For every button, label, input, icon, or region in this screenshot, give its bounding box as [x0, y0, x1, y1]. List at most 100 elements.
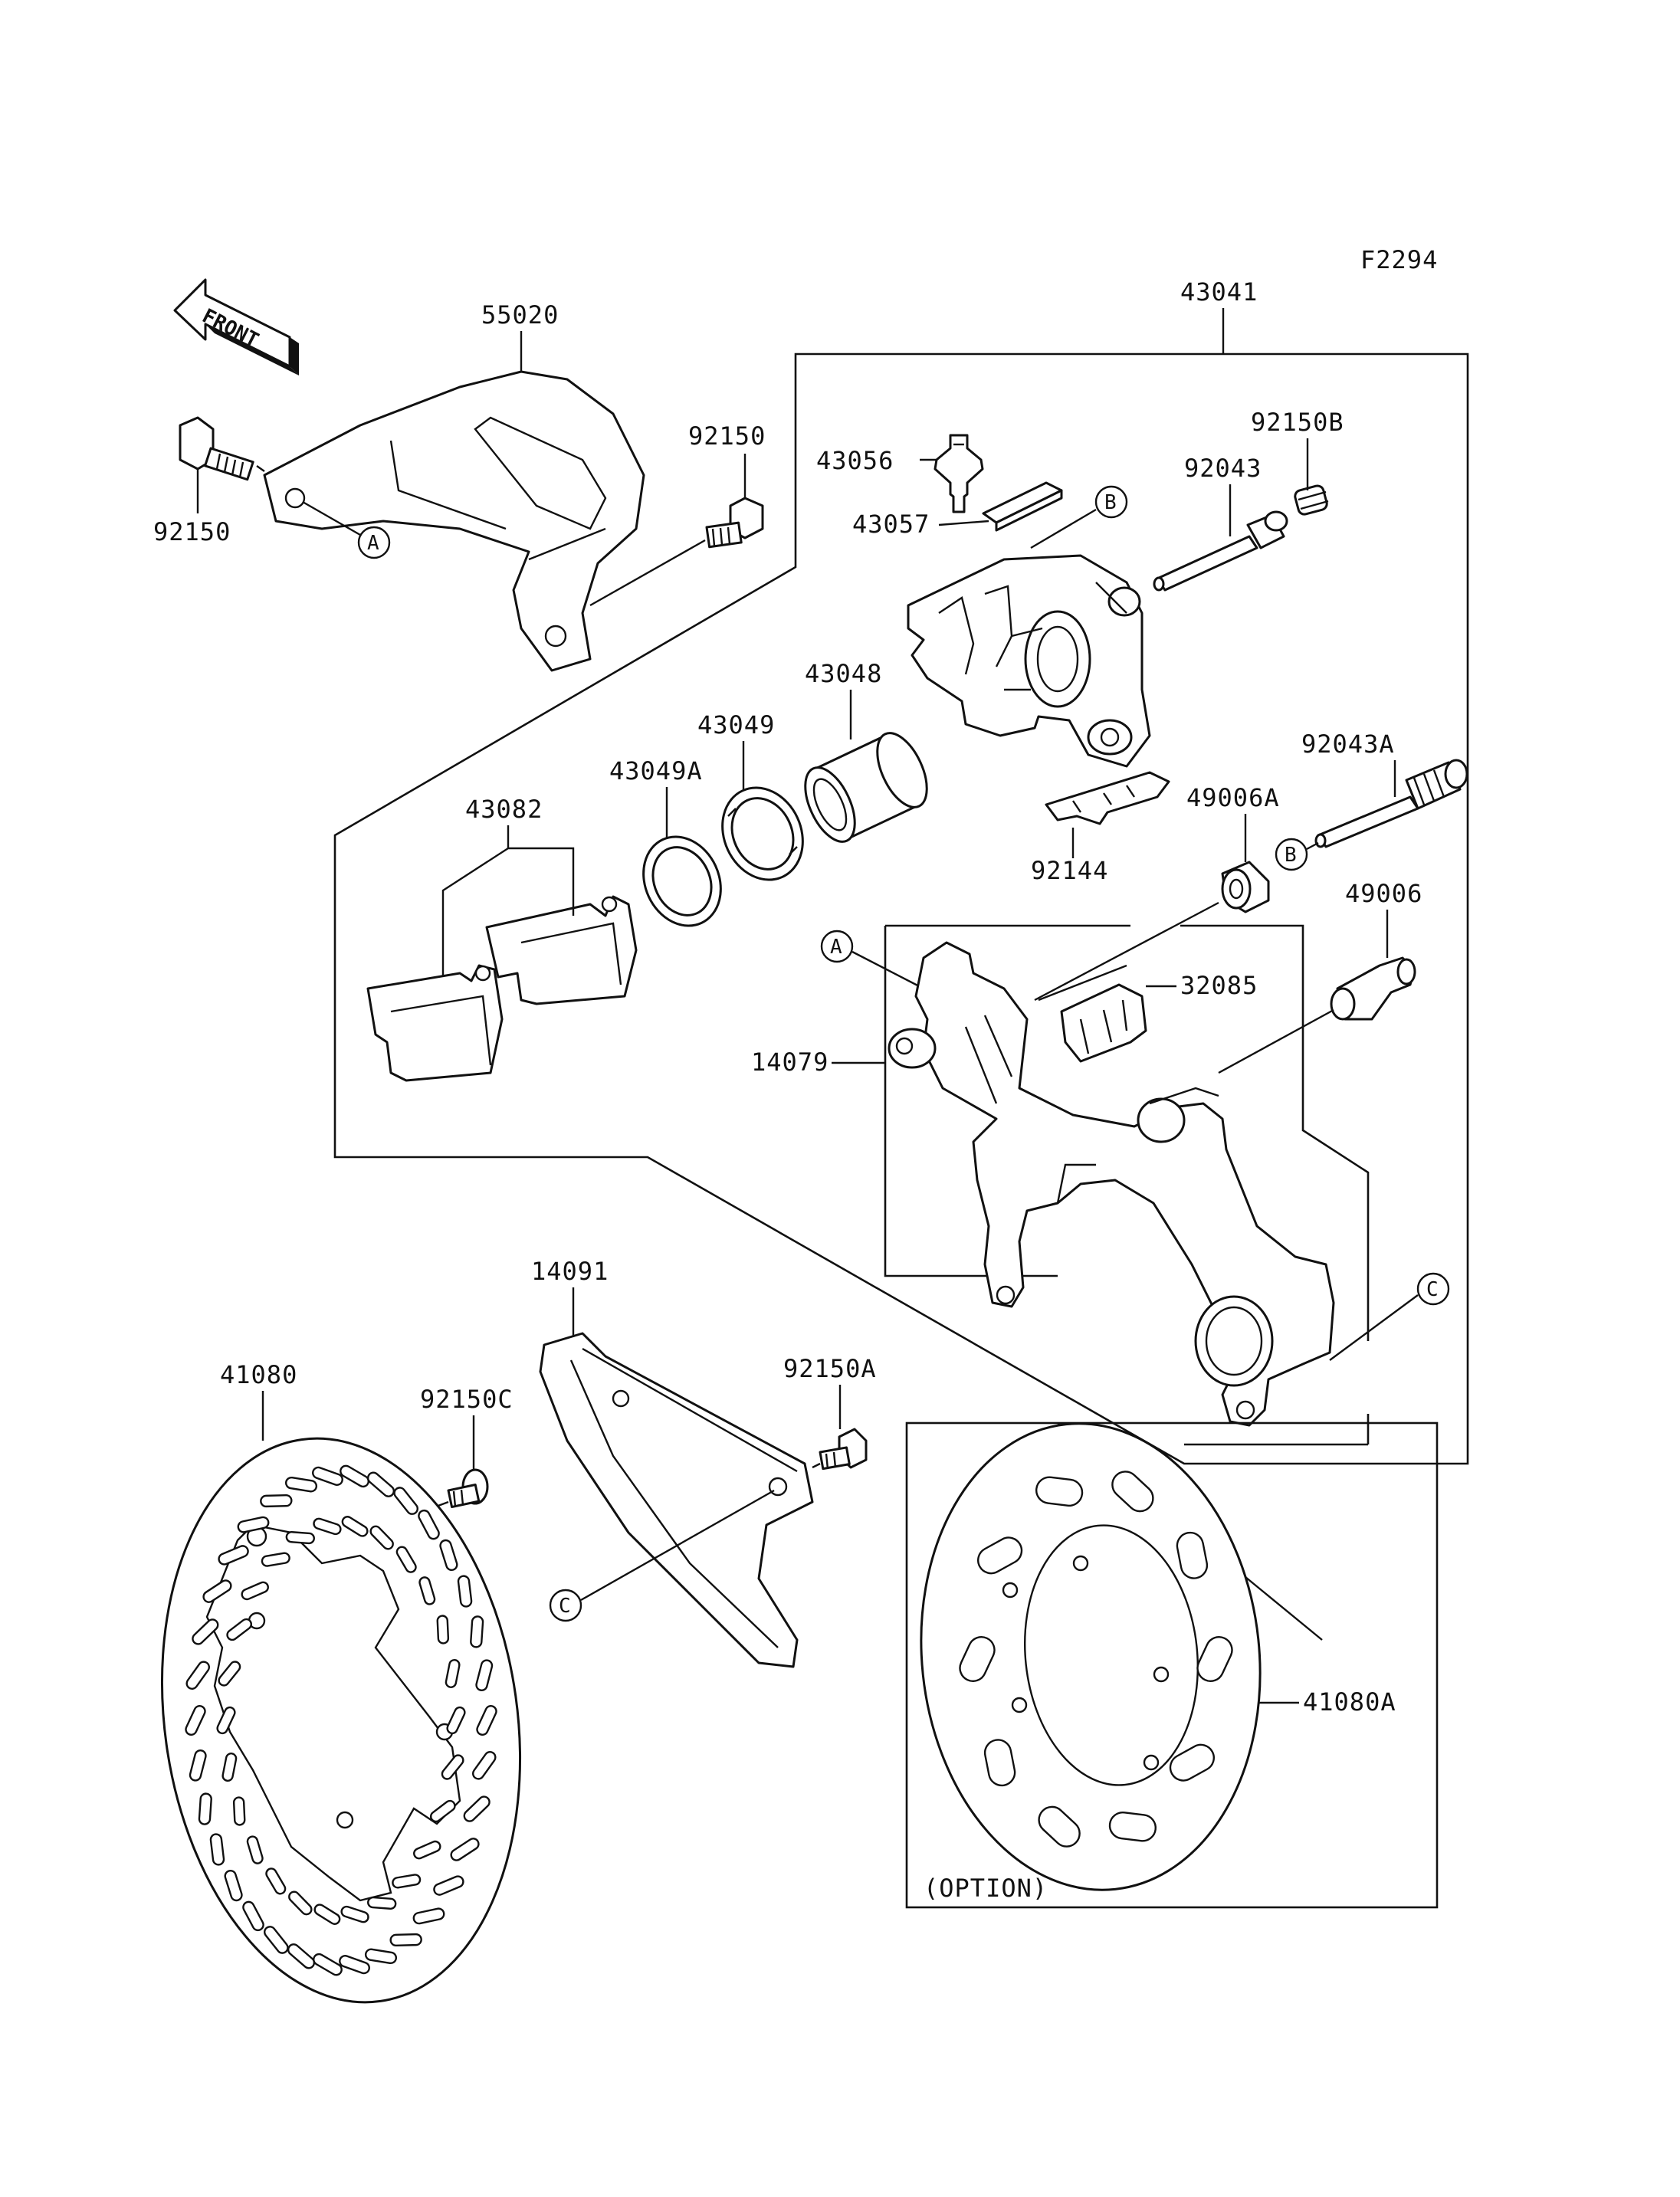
front-arrow-icon: FRONT — [173, 278, 299, 375]
part-label-92150A: 92150A — [783, 1354, 877, 1383]
disc-slot — [476, 1705, 497, 1736]
caliper-bracket-subframe — [884, 924, 1370, 1446]
disc-slot — [242, 1900, 264, 1932]
disc-slot — [413, 1840, 441, 1860]
part-label-41080: 41080 — [220, 1360, 297, 1389]
disc-slot — [1196, 1636, 1233, 1682]
disc-guard-14091 — [539, 1332, 814, 1668]
disc-slot — [395, 1546, 417, 1573]
disc-slot — [1035, 1476, 1084, 1507]
disc-slot — [369, 1525, 394, 1550]
disc-slot — [192, 1618, 219, 1645]
figure-code: F2294 — [1360, 245, 1438, 274]
callout-b-right: B — [1275, 838, 1319, 871]
svg-text:C: C — [1426, 1278, 1439, 1301]
cap-43057 — [982, 481, 1063, 532]
part-label-14091: 14091 — [531, 1257, 609, 1286]
boot-49006A — [1221, 861, 1270, 913]
part-label-32085: 32085 — [1180, 971, 1258, 1000]
disc-slot — [185, 1661, 211, 1690]
disc-slot — [1169, 1743, 1215, 1782]
part-label-43049: 43049 — [697, 710, 775, 739]
svg-text:A: A — [830, 936, 842, 959]
svg-text:C: C — [559, 1595, 571, 1618]
disc-slot — [450, 1838, 480, 1861]
disc-slot — [241, 1581, 269, 1601]
pin-92043 — [1153, 510, 1288, 592]
caliper-body — [907, 554, 1151, 768]
part-label-49006: 49006 — [1345, 879, 1422, 908]
disc-slot — [446, 1706, 466, 1735]
disc-slot — [1038, 1805, 1081, 1848]
disc-slot — [287, 1943, 316, 1969]
assembly-frame-43041 — [333, 353, 1469, 1465]
part-label-41080A: 41080A — [1303, 1687, 1396, 1717]
disc-41080A-cooling-slots — [959, 1471, 1233, 1848]
disc-slot — [221, 1753, 238, 1782]
disc-slot — [412, 1907, 445, 1925]
callout-c-right: C — [1329, 1272, 1450, 1361]
disc-slot — [445, 1658, 461, 1688]
disc-slot — [226, 1618, 253, 1641]
part-label-92150B: 92150B — [1251, 408, 1344, 437]
disc-slot — [1108, 1811, 1157, 1842]
disc-slot — [284, 1476, 318, 1493]
disc-slot — [218, 1661, 241, 1687]
brake-pads-43082 — [366, 895, 638, 1082]
part-label-43041: 43041 — [1180, 277, 1258, 307]
part-label-55020: 55020 — [481, 300, 559, 330]
disc-slot — [418, 1509, 440, 1540]
disc-slot — [367, 1896, 397, 1910]
callout-a-lower: A — [820, 930, 924, 990]
part-label-43056: 43056 — [816, 446, 894, 475]
callout-b-upper: B — [1030, 485, 1128, 549]
pin-92043A — [1314, 759, 1468, 848]
spring-92144 — [1045, 771, 1170, 825]
disc-41080-cooling-slots — [185, 1464, 497, 1976]
part-label-92144: 92144 — [1031, 856, 1108, 885]
disc-slot — [209, 1833, 225, 1866]
disc-slot — [224, 1869, 243, 1902]
disc-slot — [285, 1531, 315, 1545]
option-label: (OPTION) — [924, 1874, 1048, 1903]
disc-slot — [261, 1552, 290, 1567]
callout-c-lower: C — [549, 1489, 775, 1622]
disc-slot — [1176, 1531, 1209, 1579]
disc-slot — [977, 1536, 1023, 1575]
bolt-92150-left — [179, 416, 254, 481]
disc-slot — [232, 1796, 246, 1826]
disc-slot — [246, 1835, 264, 1864]
disc-slot — [475, 1659, 494, 1691]
disc-slot — [457, 1575, 473, 1608]
disc-slot — [341, 1516, 369, 1537]
spring-clip-32085 — [1038, 964, 1147, 1063]
seal-43049 — [721, 786, 804, 881]
disc-slot — [216, 1706, 236, 1735]
part-label-43049A: 43049A — [609, 756, 703, 785]
svg-text:B: B — [1285, 844, 1297, 867]
disc-slot — [198, 1792, 212, 1825]
disc-slot — [433, 1875, 464, 1896]
disc-slot — [202, 1579, 232, 1603]
disc-slot — [288, 1890, 313, 1916]
boot-49006 — [1330, 956, 1416, 1021]
disc-slot — [264, 1926, 289, 1954]
caliper-guard-55020 — [263, 370, 645, 672]
piston-43048 — [804, 732, 928, 843]
disc-slot — [393, 1487, 418, 1515]
option-box — [905, 1421, 1439, 1909]
seal-43049A — [642, 835, 722, 927]
disc-slot — [340, 1464, 369, 1488]
plug-92150B — [1294, 484, 1329, 516]
svg-text:A: A — [367, 532, 379, 555]
bleeder-valve-43056 — [934, 434, 984, 513]
brake-disc-41080A — [920, 1422, 1262, 1891]
bolt-92150A — [812, 1428, 868, 1471]
disc-slot — [389, 1933, 422, 1946]
disc-slot — [959, 1636, 996, 1682]
disc-slot — [313, 1953, 343, 1976]
screw-92150C — [417, 1468, 489, 1515]
disc-slot — [260, 1494, 293, 1508]
disc-slot — [470, 1615, 484, 1648]
